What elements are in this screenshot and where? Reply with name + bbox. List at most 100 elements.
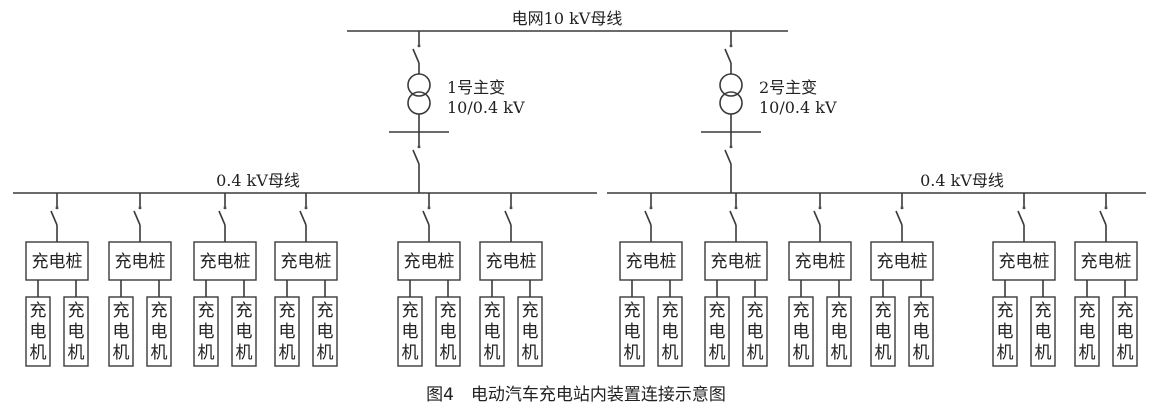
charger-label-char: 充 [151, 301, 168, 321]
transformer-name: 2号主变 [759, 78, 817, 97]
switch-blade-icon [299, 210, 307, 226]
charger-box [146, 296, 172, 367]
charging-pile-box [870, 241, 934, 281]
charger-label-char: 机 [1079, 343, 1096, 363]
charger-label-char: 电 [484, 322, 501, 342]
lv-bus-label: 0.4 kV母线 [216, 171, 300, 190]
switch-mark-icon: * [509, 205, 513, 214]
charger-label-char: 充 [747, 301, 764, 321]
charger-box [25, 296, 51, 367]
charging-pile-label: 充电桩 [1081, 252, 1132, 272]
switch-mark-icon: * [734, 205, 738, 214]
transformer-winding-icon [407, 73, 431, 97]
charger-box [193, 296, 219, 367]
charger-label-char: 电 [624, 322, 641, 342]
charging-pile-label: 充电桩 [877, 252, 928, 272]
charging-pile-label: 充电桩 [626, 252, 677, 272]
charger-box [1030, 296, 1056, 367]
charger-label-char: 机 [831, 343, 848, 363]
hv-bus-label: 电网10 kV母线 [512, 9, 623, 28]
charger-box [992, 296, 1018, 367]
charger-box [870, 296, 896, 367]
charger-label-char: 机 [484, 343, 501, 363]
switch-mark-icon: * [900, 205, 904, 214]
transformer-winding-icon [719, 73, 743, 97]
charger-label-char: 电 [113, 322, 130, 342]
charger-label-char: 充 [317, 301, 334, 321]
charging-pile-box [1074, 241, 1138, 281]
charger-label-char: 机 [1117, 343, 1134, 363]
charger-label-char: 电 [317, 322, 334, 342]
charger-label-char: 充 [236, 301, 253, 321]
charging-pile-box [274, 241, 338, 281]
switch-blade-icon [644, 210, 652, 226]
charger-label-char: 充 [279, 301, 296, 321]
charger-label-char: 机 [402, 343, 419, 363]
charger-box [908, 296, 934, 367]
switch-blade-icon [218, 210, 226, 226]
charger-label-char: 机 [662, 343, 679, 363]
charger-label-char: 电 [68, 322, 85, 342]
charger-label-char: 机 [151, 343, 168, 363]
charger-label-char: 机 [279, 343, 296, 363]
charger-label-char: 充 [831, 301, 848, 321]
charger-label-char: 电 [151, 322, 168, 342]
charger-label-char: 充 [624, 301, 641, 321]
charging-pile-box [788, 241, 852, 281]
charging-pile-box [397, 241, 461, 281]
switch-mark-icon: * [818, 205, 822, 214]
charging-pile-label: 充电桩 [795, 252, 846, 272]
charger-label-char: 机 [793, 343, 810, 363]
switch-mark-icon: * [649, 205, 653, 214]
switch-mark-icon: * [427, 205, 431, 214]
charger-label-char: 电 [793, 322, 810, 342]
switch-mark-icon: * [223, 205, 227, 214]
charger-label-char: 充 [1117, 301, 1134, 321]
charger-label-char: 机 [1035, 343, 1052, 363]
charger-label-char: 机 [317, 343, 334, 363]
switch-mark-icon: * [1022, 205, 1026, 214]
charger-label-char: 机 [875, 343, 892, 363]
transformer-ratio: 10/0.4 kV [447, 98, 525, 117]
charger-label-char: 充 [522, 301, 539, 321]
charger-box [657, 296, 683, 367]
charging-pile-box [479, 241, 543, 281]
charger-box [788, 296, 814, 367]
charging-pile-label: 充电桩 [486, 252, 537, 272]
charger-label-char: 充 [1035, 301, 1052, 321]
charger-label-char: 充 [997, 301, 1014, 321]
charger-label-char: 充 [913, 301, 930, 321]
charging-pile-box [25, 241, 89, 281]
charging-pile-label: 充电桩 [115, 252, 166, 272]
switch-mark-icon: * [729, 144, 733, 153]
charging-pile-box [108, 241, 172, 281]
charger-label-char: 机 [198, 343, 215, 363]
charging-pile-label: 充电桩 [32, 252, 83, 272]
switch-blade-icon [895, 210, 903, 226]
charger-label-char: 充 [402, 301, 419, 321]
figure-caption: 图4 电动汽车充电站内装置连接示意图 [426, 385, 726, 405]
charger-label-char: 电 [1117, 322, 1134, 342]
charger-box [274, 296, 300, 367]
switch-blade-icon [724, 48, 732, 64]
switch-blade-icon [133, 210, 141, 226]
charger-label-char: 充 [662, 301, 679, 321]
charger-box [231, 296, 257, 367]
charger-box [1074, 296, 1100, 367]
switch-mark-icon: * [417, 144, 421, 153]
charger-label-char: 电 [522, 322, 539, 342]
charging-pile-box [619, 241, 683, 281]
charger-label-char: 机 [747, 343, 764, 363]
switch-mark-icon: * [1104, 205, 1108, 214]
charger-label-char: 充 [113, 301, 130, 321]
switch-blade-icon [724, 149, 732, 165]
charger-label-char: 充 [30, 301, 47, 321]
switch-blade-icon [504, 210, 512, 226]
